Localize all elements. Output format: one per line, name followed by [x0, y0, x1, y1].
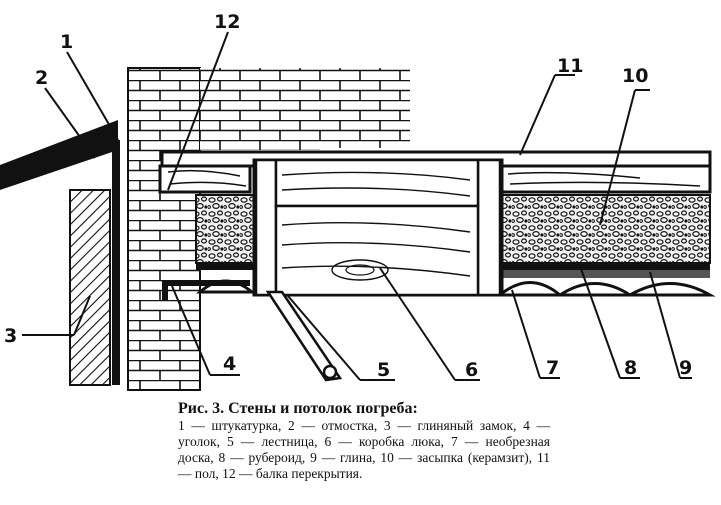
label-12: 12 — [214, 11, 240, 33]
label-8: 8 — [624, 357, 637, 379]
clay-layer — [500, 270, 710, 278]
cellar-section-drawing: 1 2 3 4 5 6 7 8 9 10 11 12 — [0, 11, 716, 391]
label-2: 2 — [35, 67, 48, 89]
label-7: 7 — [546, 357, 559, 379]
label-11: 11 — [557, 55, 583, 77]
steel-angle — [162, 280, 250, 300]
caption-body: 1 — штукатурка, 2 — отмостка, 3 — глинян… — [178, 418, 550, 481]
label-10: 10 — [622, 65, 648, 87]
label-4: 4 — [223, 353, 236, 375]
ladder — [265, 290, 343, 382]
roofing-felt-left — [196, 263, 254, 270]
roofing-felt-right — [500, 263, 710, 270]
backfill-left — [195, 194, 255, 264]
brick-wall — [127, 67, 410, 391]
label-1: 1 — [60, 31, 73, 53]
label-9: 9 — [679, 357, 692, 379]
clay-lock-and-blind-area — [0, 120, 120, 386]
leader-lines — [22, 31, 692, 381]
figure-caption: Рис. 3. Стены и потолок погреба: 1 — шту… — [178, 400, 550, 482]
label-3: 3 — [4, 325, 17, 347]
hatch-box — [252, 158, 504, 297]
label-6: 6 — [465, 359, 478, 381]
label-5: 5 — [377, 359, 390, 381]
caption-title: Рис. 3. Стены и потолок погреба: — [178, 400, 418, 417]
